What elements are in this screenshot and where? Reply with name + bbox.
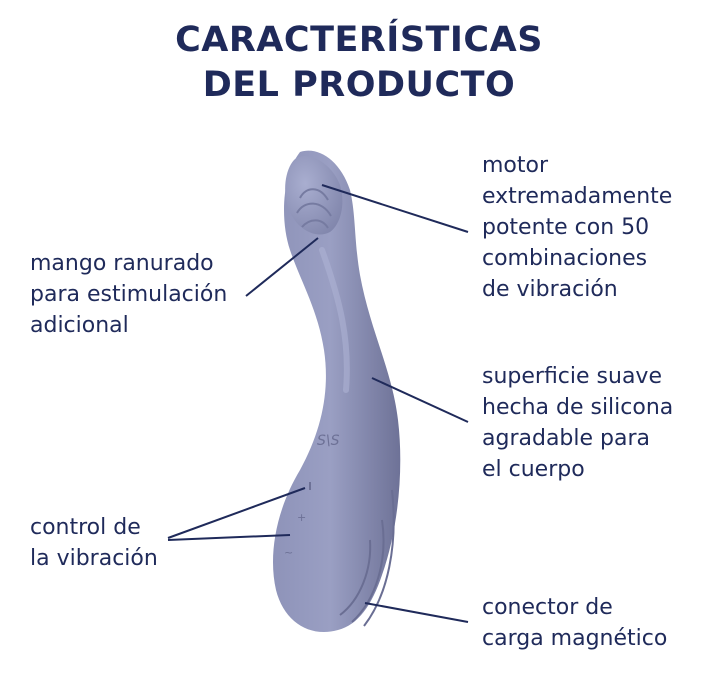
page-title-line-1: CARACTERÍSTICAS xyxy=(175,20,543,60)
feature-surface-line: el cuerpo xyxy=(482,457,585,482)
plus-button-icon: + xyxy=(297,511,306,524)
device-tip xyxy=(285,156,343,235)
feature-motor-line: de vibración xyxy=(482,277,618,302)
wave-button-icon: ~ xyxy=(284,546,293,559)
device-body xyxy=(273,150,401,633)
feature-handle-line: adicional xyxy=(30,313,129,338)
page-title: CARACTERÍSTICAS DEL PRODUCTO xyxy=(0,18,718,108)
device-logo: S\S xyxy=(317,433,340,449)
feature-surface-line: hecha de silicona xyxy=(482,395,674,420)
feature-handle: mango ranurado para estimulación adicion… xyxy=(30,248,227,341)
feature-motor-line: extremadamente xyxy=(482,184,673,209)
feature-surface: superficie suave hecha de silicona agrad… xyxy=(482,361,673,485)
feature-control-line: la vibración xyxy=(30,546,158,571)
callout-line-charger xyxy=(364,602,469,623)
feature-motor-line: potente con 50 xyxy=(482,215,650,240)
tip-groove xyxy=(301,219,329,229)
feature-motor-line: combinaciones xyxy=(482,246,648,271)
feature-handle-line: mango ranurado xyxy=(30,251,214,276)
callout-line-surface xyxy=(371,377,469,423)
feature-surface-line: superficie suave xyxy=(482,364,662,389)
feature-motor: motor extremadamente potente con 50 comb… xyxy=(482,150,672,305)
feature-control-line: control de xyxy=(30,515,141,540)
callout-line-control-1 xyxy=(167,487,306,539)
callout-line-control-2 xyxy=(167,534,291,541)
tip-groove xyxy=(296,202,332,217)
base-ridge xyxy=(363,489,395,627)
feature-charger-line: conector de xyxy=(482,595,613,620)
feature-handle-line: para estimulación xyxy=(30,282,228,307)
callout-line-motor xyxy=(321,184,469,233)
feature-control: control de la vibración xyxy=(30,512,158,574)
feature-surface-line: agradable para xyxy=(482,426,650,451)
base-ridge xyxy=(351,519,385,623)
base-ridge xyxy=(339,539,372,616)
feature-motor-line: motor xyxy=(482,153,549,178)
power-button-icon xyxy=(309,482,311,490)
callout-line-handle xyxy=(245,237,319,297)
feature-charger-line: carga magnético xyxy=(482,626,668,651)
feature-charger: conector de carga magnético xyxy=(482,592,667,654)
tip-groove xyxy=(299,188,329,201)
page-title-line-2: DEL PRODUCTO xyxy=(202,65,516,105)
device-highlight xyxy=(319,247,350,393)
